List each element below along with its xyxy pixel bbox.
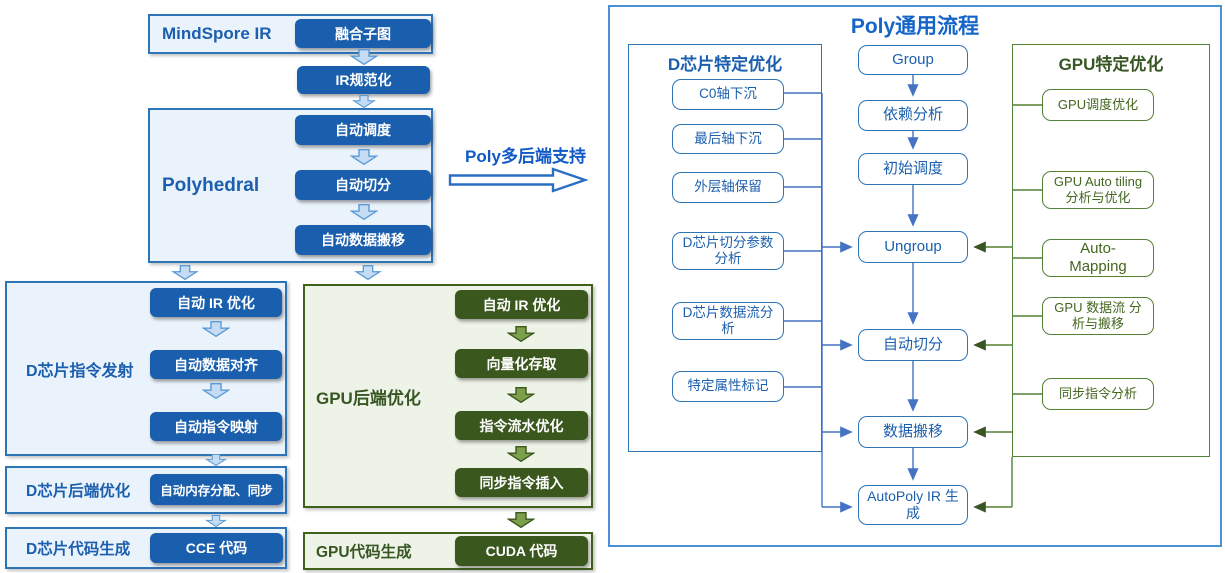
auto-mem-sync-chip: 自动内存分配、同步 [150, 474, 283, 505]
d-specific-header: D芯片特定优化 [667, 55, 783, 74]
down-arrow-icon [202, 515, 230, 527]
down-arrow-icon [171, 265, 199, 280]
down-arrow-icon [350, 147, 378, 167]
d-specific-column [628, 44, 822, 452]
down-arrow-icon [350, 49, 378, 65]
down-arrow-icon [202, 454, 230, 466]
data-move-node: 数据搬移 [858, 416, 968, 448]
gpu-specific-header: GPU特定优化 [1058, 55, 1164, 74]
dependency-analysis-node: 依赖分析 [858, 100, 968, 131]
down-arrow-icon [507, 510, 535, 530]
gpu-auto-tiling-node: GPU Auto tiling 分析与优化 [1042, 171, 1154, 209]
cuda-code-chip: CUDA 代码 [455, 536, 588, 566]
auto-tiling-chip: 自动切分 [295, 170, 431, 200]
auto-tiling-node: 自动切分 [858, 329, 968, 361]
mindspore-ir-label: MindSpore IR [162, 24, 272, 43]
autopoly-ir-gen-node: AutoPoly IR 生成 [858, 485, 968, 525]
polyhedral-label: Polyhedral [162, 174, 260, 196]
last-axis-sink-node: 最后轴下沉 [672, 124, 784, 154]
auto-data-align-chip: 自动数据对齐 [150, 350, 282, 379]
c0-axis-sink-node: C0轴下沉 [672, 79, 784, 110]
ungroup-node: Ungroup [858, 231, 968, 263]
gpu-schedule-opt-node: GPU调度优化 [1042, 89, 1154, 121]
backend-support-label: Poly多后端支持 [465, 147, 586, 166]
gpu-dataflow-move-node: GPU 数据流 分析与搬移 [1042, 297, 1154, 335]
gpu-specific-column [1012, 44, 1210, 457]
ir-normalize-chip: IR规范化 [297, 66, 430, 94]
specific-attr-mark-node: 特定属性标记 [672, 371, 784, 402]
gpu-auto-ir-opt-chip: 自动 IR 优化 [455, 290, 588, 319]
auto-mapping-node: Auto-Mapping [1042, 239, 1154, 277]
d-codegen-label: D芯片代码生成 [26, 541, 131, 558]
auto-instr-map-chip: 自动指令映射 [150, 412, 282, 441]
initial-schedule-node: 初始调度 [858, 153, 968, 185]
d-backend-label: D芯片后端优化 [26, 483, 131, 500]
down-arrow-icon [350, 95, 378, 108]
gpu-codegen-label: GPU代码生成 [316, 544, 412, 561]
outer-axis-keep-node: 外层轴保留 [672, 172, 784, 203]
down-arrow-icon [507, 322, 535, 346]
sync-instr-insert-chip: 同步指令插入 [455, 468, 588, 497]
down-arrow-icon [507, 443, 535, 465]
auto-data-move-chip: 自动数据搬移 [295, 225, 431, 255]
auto-ir-opt-chip: 自动 IR 优化 [150, 288, 282, 317]
fusion-subgraph-chip: 融合子图 [295, 19, 431, 48]
group-node: Group [858, 45, 968, 75]
instr-pipeline-opt-chip: 指令流水优化 [455, 411, 588, 440]
d-emit-label: D芯片指令发射 [26, 362, 134, 380]
d-tiling-param-node: D芯片切分参数分析 [672, 232, 784, 270]
cce-code-chip: CCE 代码 [150, 533, 283, 563]
down-arrow-icon [202, 382, 230, 400]
gpu-backend-label: GPU后端优化 [316, 388, 421, 408]
right-arrow-icon [448, 166, 588, 194]
auto-schedule-chip: 自动调度 [295, 115, 431, 145]
vectorize-access-chip: 向量化存取 [455, 349, 588, 378]
down-arrow-icon [202, 320, 230, 338]
d-dataflow-node: D芯片数据流分析 [672, 302, 784, 340]
down-arrow-icon [350, 202, 378, 222]
sync-instr-analysis-node: 同步指令分析 [1042, 378, 1154, 410]
down-arrow-icon [507, 383, 535, 407]
down-arrow-icon [354, 265, 382, 280]
poly-flow-title: Poly通用流程 [850, 15, 980, 38]
